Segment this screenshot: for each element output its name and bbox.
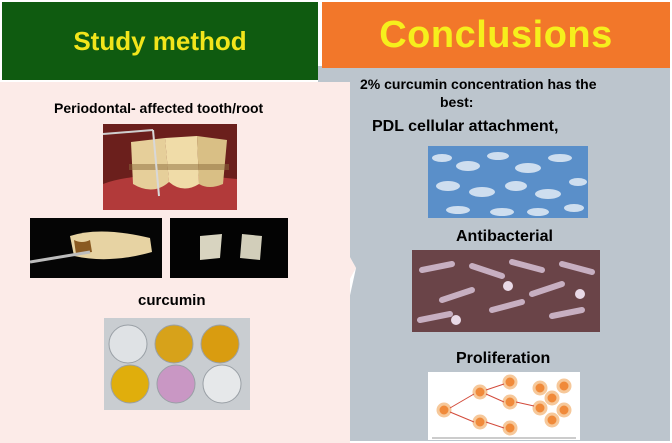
item-antibacterial: Antibacterial (456, 228, 553, 245)
caption-curcumin: curcumin (138, 292, 206, 309)
well-plate-photo (104, 318, 250, 410)
dentin-blocks-photo (170, 218, 288, 278)
intro-line-1: 2% curcumin concentration has the (360, 76, 597, 92)
conclusions-header: Conclusions (322, 2, 670, 68)
pdl-cells-sem-image (428, 146, 588, 218)
bacteria-image (412, 250, 600, 332)
root-fragment-photo (30, 218, 162, 278)
tooth-photo (103, 124, 237, 210)
caption-root: Periodontal- affected tooth/root (54, 100, 264, 116)
proliferation-diagram (428, 372, 580, 440)
intro-line-2: best: (440, 94, 474, 110)
item-pdl-attachment: PDL cellular attachment, (372, 118, 559, 135)
item-proliferation: Proliferation (456, 350, 551, 367)
conclusions-title: Conclusions (379, 13, 613, 56)
study-method-title: Study method (73, 25, 247, 56)
study-method-header: Study method (2, 2, 318, 80)
